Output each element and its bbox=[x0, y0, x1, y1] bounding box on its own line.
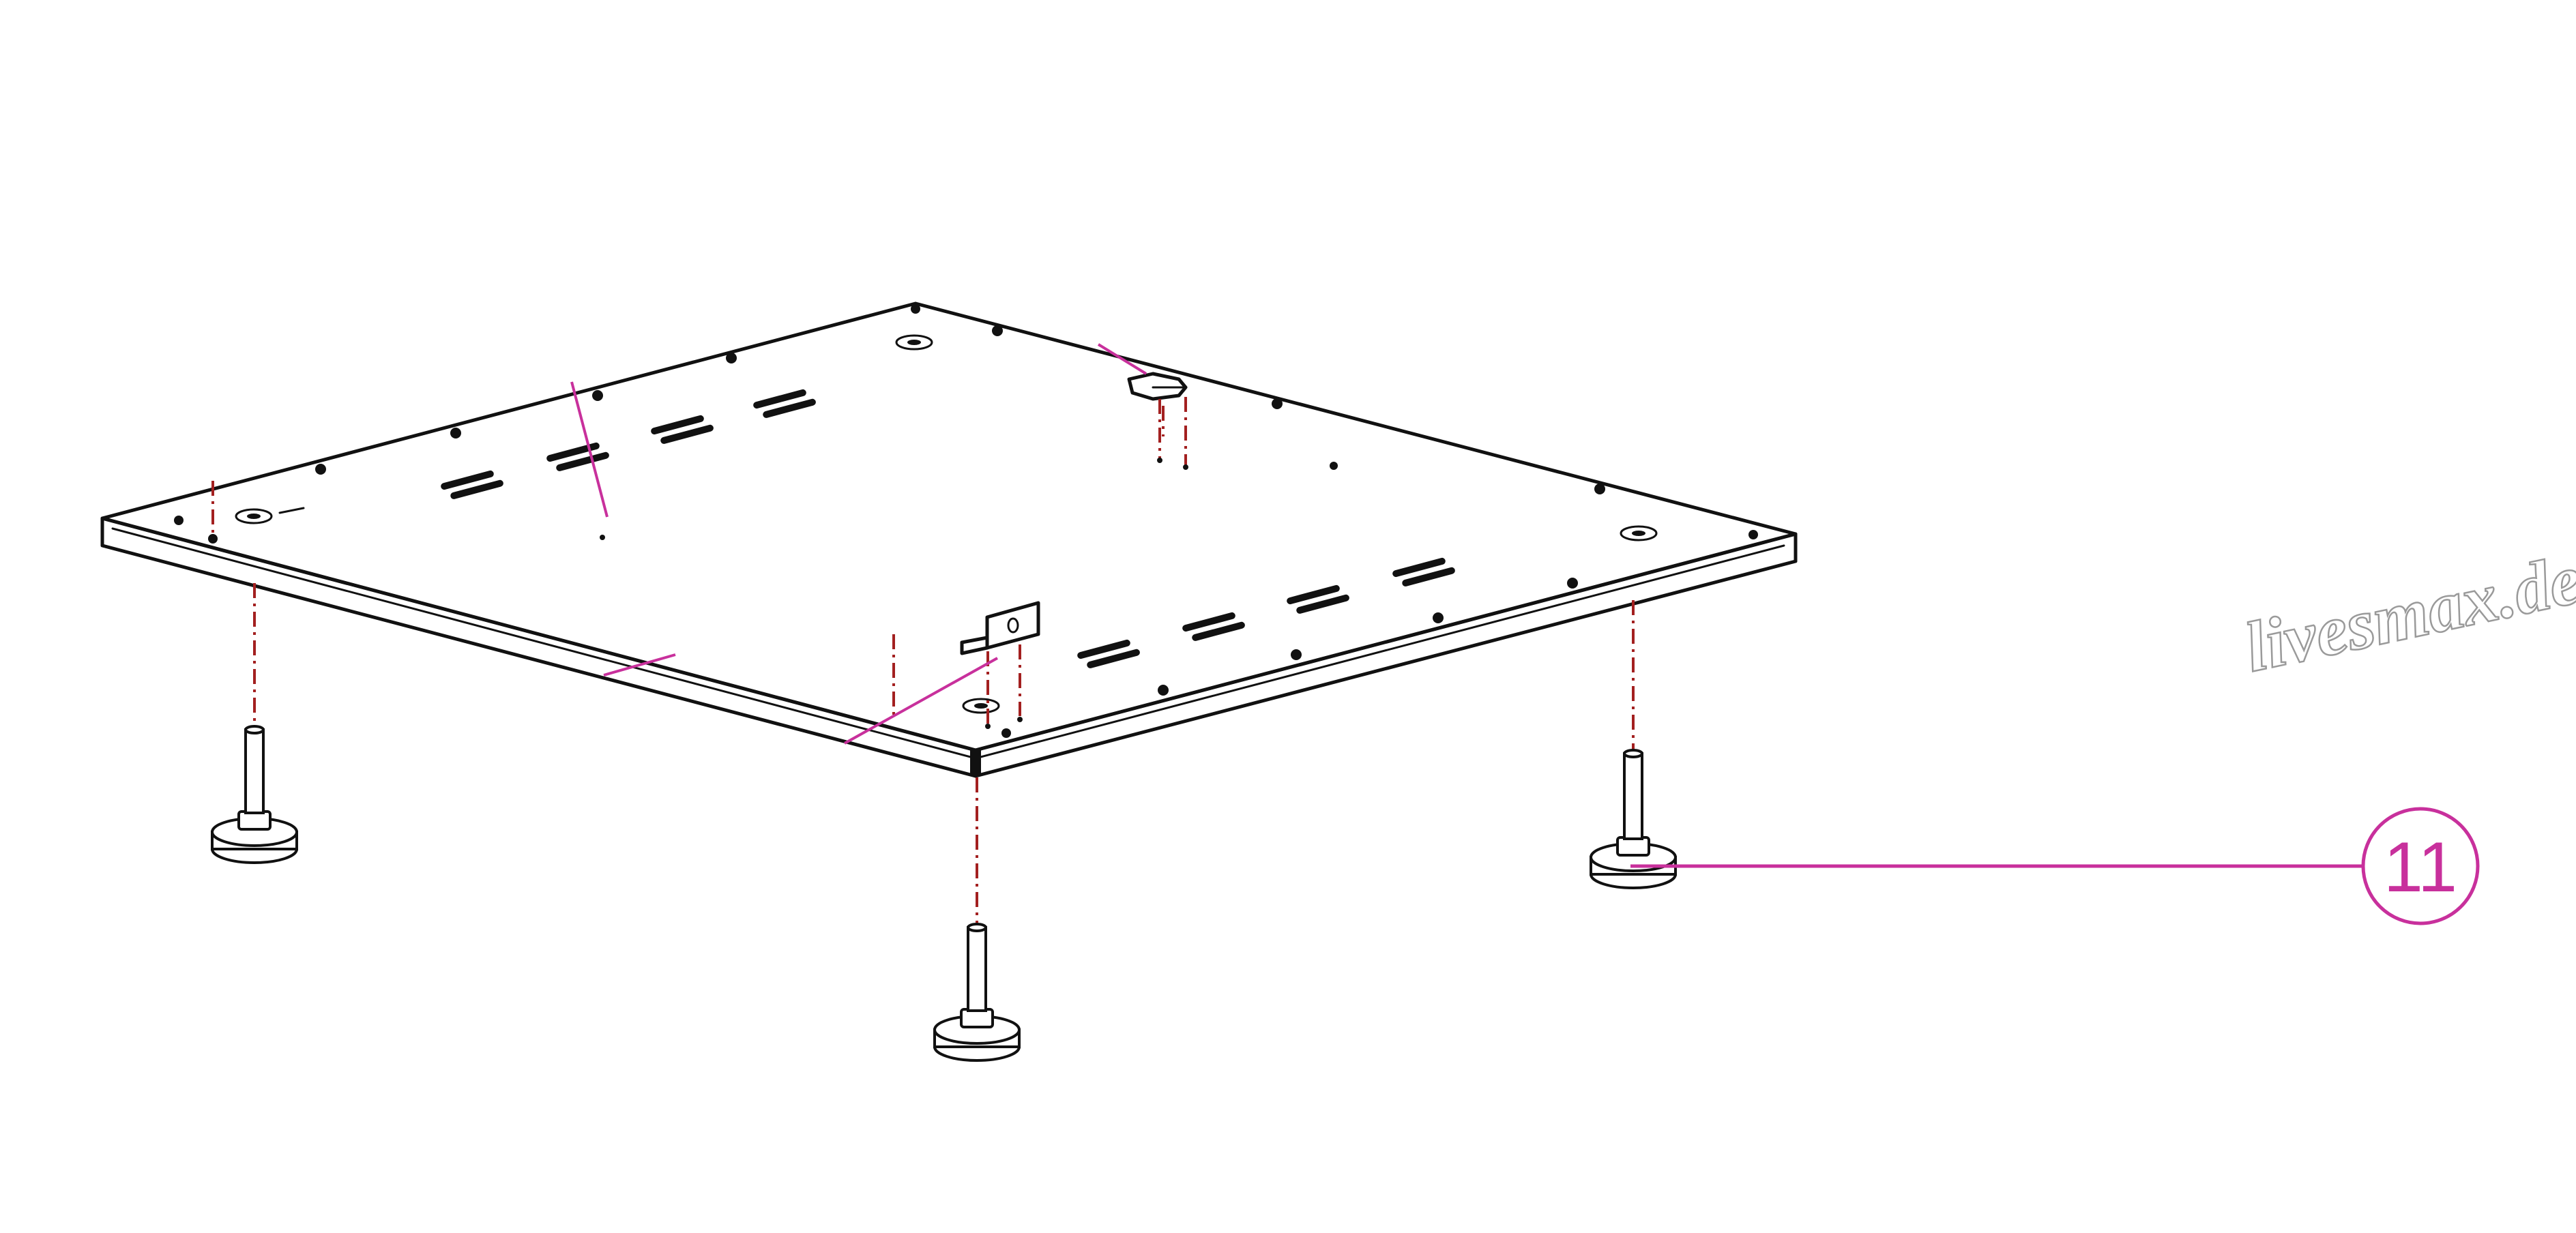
screw-axis-lines bbox=[211, 406, 1165, 719]
hole bbox=[1272, 398, 1283, 409]
base-plate-top-face bbox=[100, 301, 1798, 752]
hole bbox=[911, 304, 920, 314]
small-slot-mark bbox=[278, 507, 305, 514]
hole bbox=[1748, 530, 1758, 539]
countersunk-hole-center bbox=[974, 703, 988, 709]
foot-rod-top bbox=[967, 923, 987, 932]
hole bbox=[1001, 728, 1011, 738]
screw-tip bbox=[1017, 717, 1023, 722]
vent-slot bbox=[660, 424, 714, 444]
countersunk-hole bbox=[1620, 525, 1658, 541]
vent-slot bbox=[441, 470, 494, 490]
vent-slots-front-row bbox=[1077, 557, 1455, 668]
base-plate bbox=[100, 301, 1798, 778]
front-bracket-hole bbox=[1007, 617, 1019, 634]
countersunk-hole-center bbox=[247, 514, 261, 519]
base-plate-right-side bbox=[974, 532, 1798, 778]
hole bbox=[1291, 649, 1302, 660]
vent-slot bbox=[1192, 621, 1245, 641]
hole bbox=[1594, 484, 1605, 494]
reference-lines bbox=[570, 343, 1147, 745]
reference-line bbox=[1097, 343, 1147, 375]
countersunk-hole bbox=[235, 508, 273, 524]
foot-threaded-rod bbox=[967, 926, 987, 1012]
hole bbox=[450, 428, 461, 439]
vent-slot bbox=[450, 479, 503, 499]
front-bracket-flange bbox=[960, 636, 989, 655]
countersunk-hole bbox=[895, 334, 933, 351]
reference-line bbox=[844, 657, 998, 745]
rear-bracket bbox=[1127, 372, 1188, 470]
callout-number: 11 bbox=[2384, 828, 2457, 907]
vent-slot bbox=[1296, 594, 1349, 614]
countersunk-holes bbox=[235, 334, 1658, 714]
vent-slot bbox=[1077, 639, 1130, 659]
vent-slot bbox=[753, 389, 806, 409]
hole bbox=[1433, 612, 1444, 623]
levelling-foot-left bbox=[211, 583, 298, 864]
vent-slot bbox=[651, 415, 704, 435]
watermark-text: livesmax.de bbox=[2238, 539, 2576, 687]
vent-slots-back-row bbox=[441, 389, 816, 499]
foot-rod-top bbox=[1623, 749, 1643, 758]
reference-line-end bbox=[600, 535, 605, 540]
callout-circle bbox=[2361, 807, 2480, 925]
hole bbox=[1330, 462, 1338, 470]
vent-slot bbox=[556, 451, 609, 471]
vent-slot bbox=[1087, 649, 1140, 668]
vent-slot bbox=[1392, 557, 1446, 578]
hole bbox=[1567, 578, 1578, 589]
hole bbox=[992, 325, 1003, 336]
screw-tip bbox=[1157, 458, 1162, 463]
base-plate-rim-line bbox=[111, 527, 1785, 760]
vent-slot bbox=[1182, 612, 1235, 632]
countersunk-hole-center bbox=[1632, 531, 1645, 536]
hole bbox=[174, 516, 184, 525]
countersunk-hole bbox=[962, 698, 1000, 714]
countersunk-hole-center bbox=[907, 340, 921, 345]
foot-threaded-rod bbox=[244, 728, 265, 814]
front-bracket-plate bbox=[985, 601, 1040, 650]
vent-slot bbox=[763, 398, 816, 418]
base-plate-front-corner bbox=[970, 749, 981, 776]
hole bbox=[592, 390, 603, 401]
screw-tip bbox=[1183, 464, 1188, 470]
vent-slot bbox=[1402, 567, 1455, 586]
plate-holes bbox=[174, 304, 1758, 738]
callout: 11 bbox=[1630, 807, 2480, 925]
rear-bracket-plate bbox=[1127, 372, 1188, 401]
levelling-foot-front bbox=[933, 777, 1021, 1062]
front-bracket bbox=[960, 601, 1040, 729]
hole bbox=[315, 464, 326, 475]
hole bbox=[1158, 685, 1169, 696]
hole bbox=[726, 353, 737, 363]
vent-slot bbox=[546, 442, 600, 462]
levelling-foot-right bbox=[1590, 600, 1677, 889]
screw-tip bbox=[985, 724, 991, 729]
vent-slot bbox=[1287, 584, 1340, 605]
hole bbox=[208, 534, 218, 544]
reference-line bbox=[603, 653, 676, 677]
foot-threaded-rod bbox=[1623, 752, 1643, 840]
base-plate-left-side bbox=[100, 516, 978, 778]
foot-rod-top bbox=[244, 725, 265, 734]
reference-line bbox=[570, 381, 609, 518]
